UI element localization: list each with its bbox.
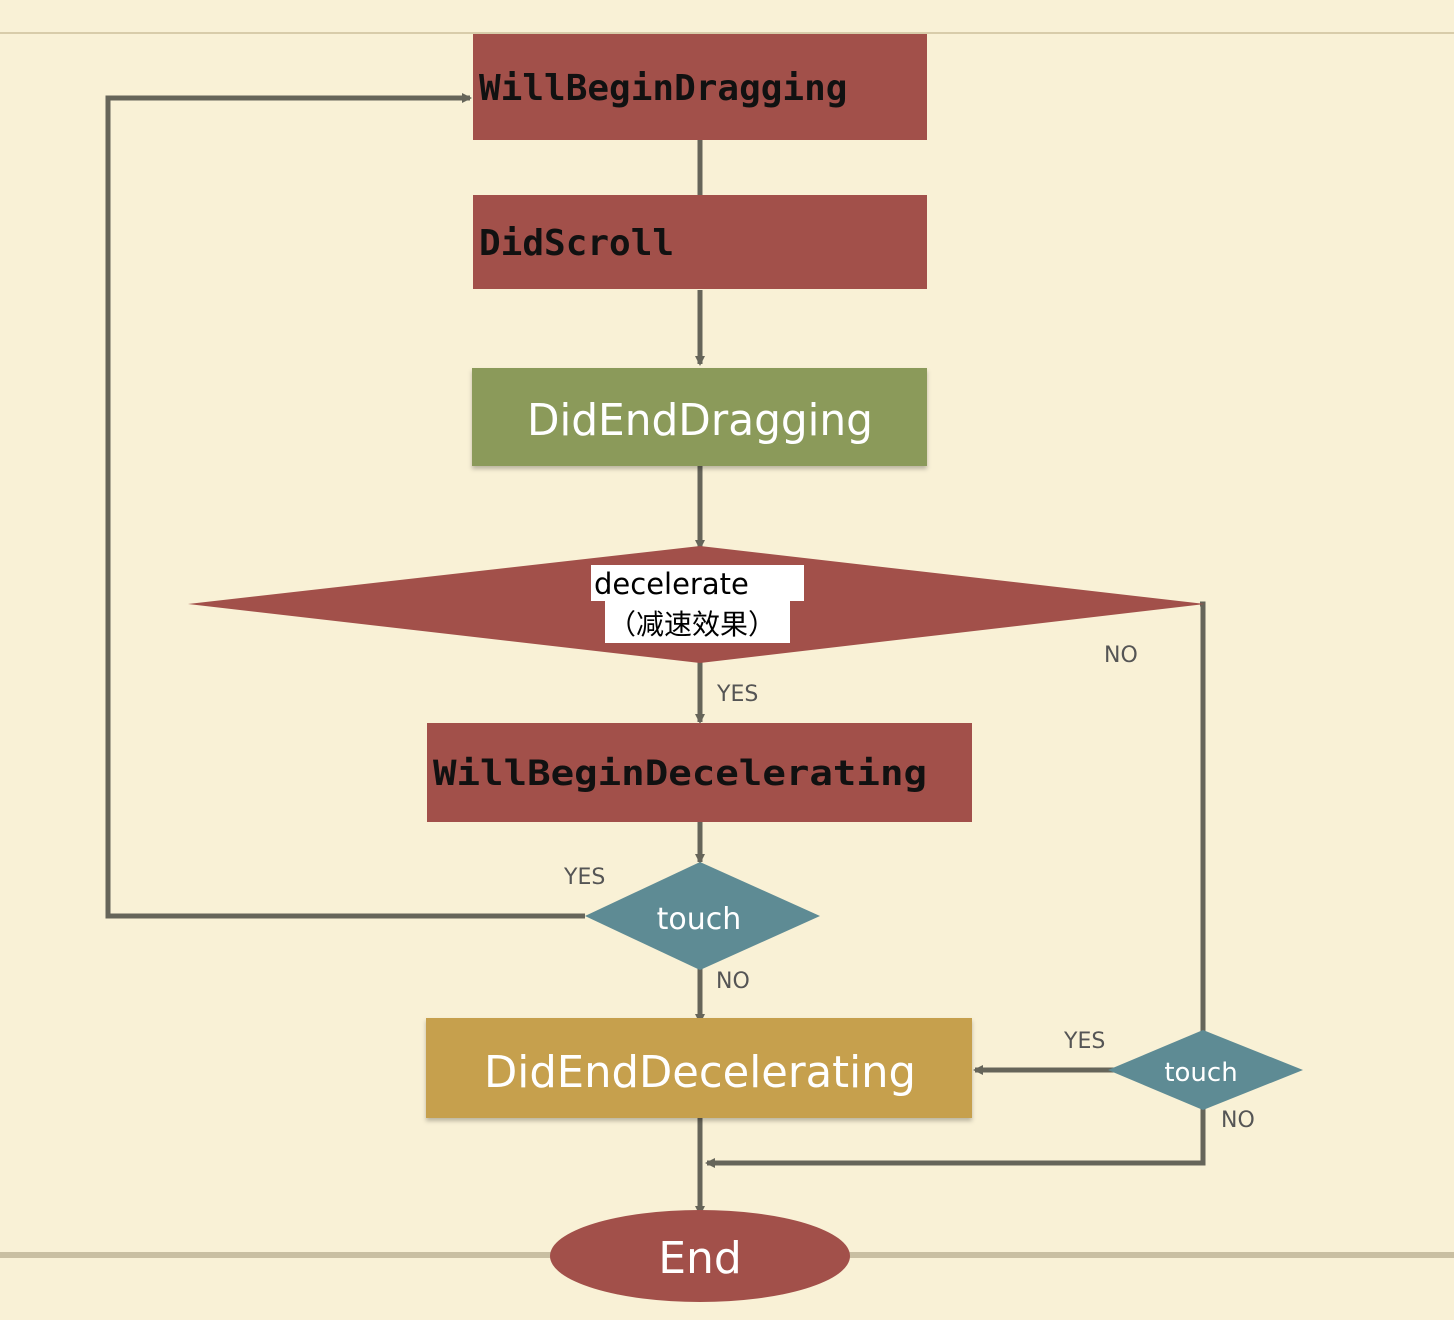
node-touch-center-decision: touch bbox=[585, 862, 820, 970]
arrow-touch-yes-loop bbox=[105, 93, 585, 919]
arrow-touch-right-no bbox=[705, 1108, 1206, 1168]
touch-right-yes-label: YES bbox=[1063, 1029, 1105, 1054]
touch-right-label: touch bbox=[1164, 1058, 1237, 1088]
node-will-begin-decelerating: WillBeginDecelerating bbox=[427, 723, 972, 822]
node-end: End bbox=[550, 1210, 850, 1302]
node-decelerate-decision: decelerate （减速效果） bbox=[188, 546, 1205, 663]
touch-center-no-label: NO bbox=[716, 969, 750, 994]
decelerate-label-box bbox=[591, 565, 804, 601]
decelerate-yes-label: YES bbox=[716, 682, 758, 707]
node-did-end-dragging: DidEndDragging bbox=[472, 368, 927, 466]
decelerate-label-box-2 bbox=[605, 601, 790, 643]
node-did-end-decelerating: DidEndDecelerating bbox=[426, 1018, 972, 1118]
did-scroll-label: DidScroll bbox=[479, 223, 674, 264]
touch-center-yes-label: YES bbox=[563, 865, 605, 890]
decelerate-label-line2: （减速效果） bbox=[608, 608, 776, 641]
end-label: End bbox=[658, 1233, 742, 1284]
node-will-begin-dragging: WillBeginDragging bbox=[473, 34, 927, 140]
touch-right-no-label: NO bbox=[1221, 1108, 1255, 1133]
decelerate-no-label: NO bbox=[1104, 643, 1138, 668]
will-begin-decelerating-label: WillBeginDecelerating bbox=[433, 754, 927, 794]
will-begin-dragging-label: WillBeginDragging bbox=[479, 68, 847, 109]
did-end-decelerating-label: DidEndDecelerating bbox=[484, 1047, 916, 1098]
did-end-dragging-label: DidEndDragging bbox=[527, 395, 873, 446]
node-did-scroll: DidScroll bbox=[473, 195, 927, 289]
node-touch-right-decision: touch bbox=[1108, 1030, 1303, 1110]
decelerate-label-line1: decelerate bbox=[594, 567, 749, 601]
arrow-decelerate-no bbox=[1200, 601, 1206, 1032]
touch-center-label: touch bbox=[657, 902, 742, 937]
